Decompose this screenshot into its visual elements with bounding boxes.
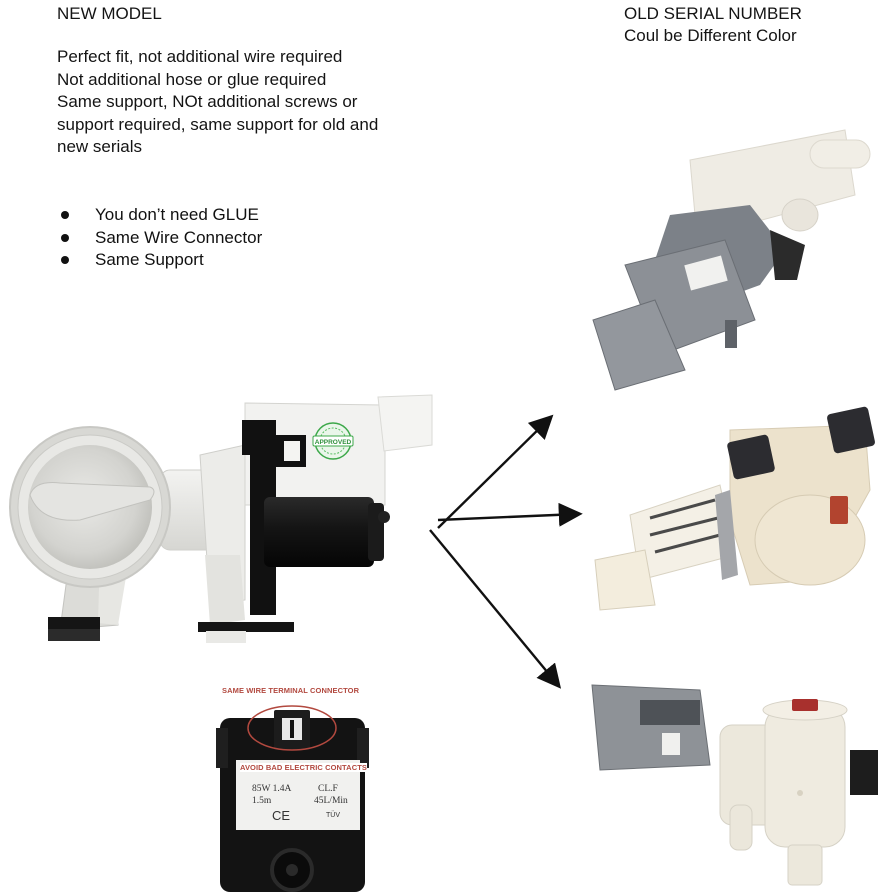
spec-power: 85W 1.4A bbox=[252, 784, 292, 794]
new-model-title: NEW MODEL bbox=[57, 4, 162, 23]
description-line: Same support, NOt additional screws or bbox=[57, 92, 358, 111]
svg-text:APPROVED: APPROVED bbox=[315, 439, 352, 446]
description-line: Not additional hose or glue required bbox=[57, 69, 327, 89]
old-serial-subtitle: Coul be Different Color bbox=[624, 26, 797, 45]
bullet-label: Same Wire Connector bbox=[95, 227, 263, 247]
arrow-to-old-model-3 bbox=[429, 529, 562, 689]
old-model-1-image bbox=[575, 120, 884, 405]
bullet-item: Same Support bbox=[57, 249, 262, 272]
spec-length: 1.5m bbox=[252, 796, 272, 806]
old-model-2-image bbox=[580, 400, 884, 615]
new-model-description: Perfect fit, not additional wire require… bbox=[57, 46, 378, 159]
bullet-item: You don’t need GLUE bbox=[57, 204, 262, 227]
bullet-icon bbox=[61, 211, 69, 220]
bullet-item: Same Wire Connector bbox=[57, 227, 262, 250]
connector-warning: AVOID BAD ELECTRIC CONTACTS bbox=[240, 763, 368, 772]
tuv-mark-icon: TÜV bbox=[326, 812, 340, 819]
ce-mark-icon: CE bbox=[272, 808, 291, 823]
bullet-icon bbox=[61, 233, 69, 242]
bullet-label: You don’t need GLUE bbox=[95, 205, 259, 225]
old-serial-title: OLD SERIAL NUMBER bbox=[624, 4, 802, 23]
approved-badge-icon: APPROVED bbox=[312, 422, 354, 460]
feature-bullet-list: You don’t need GLUE Same Wire Connector … bbox=[57, 204, 262, 272]
connector-caption: SAME WIRE TERMINAL CONNECTOR bbox=[222, 686, 360, 695]
description-line: Perfect fit, not additional wire require… bbox=[57, 47, 343, 66]
spec-flow: 45L/Min bbox=[314, 796, 348, 806]
bullet-icon bbox=[61, 256, 69, 265]
description-line: support required, same support for old a… bbox=[57, 114, 379, 134]
arrow-to-old-model-1 bbox=[437, 414, 554, 529]
old-model-3-image bbox=[580, 655, 884, 892]
description-line: new serials bbox=[57, 137, 143, 156]
connector-inset-image: SAME WIRE TERMINAL CONNECTOR AVOID BAD E… bbox=[210, 680, 375, 892]
bullet-label: Same Support bbox=[95, 250, 204, 270]
spec-class: CL.F bbox=[318, 784, 338, 794]
new-model-pump-image: APPROVED bbox=[0, 385, 440, 665]
arrows-diagram bbox=[429, 414, 583, 689]
arrow-to-old-model-2 bbox=[437, 502, 583, 527]
